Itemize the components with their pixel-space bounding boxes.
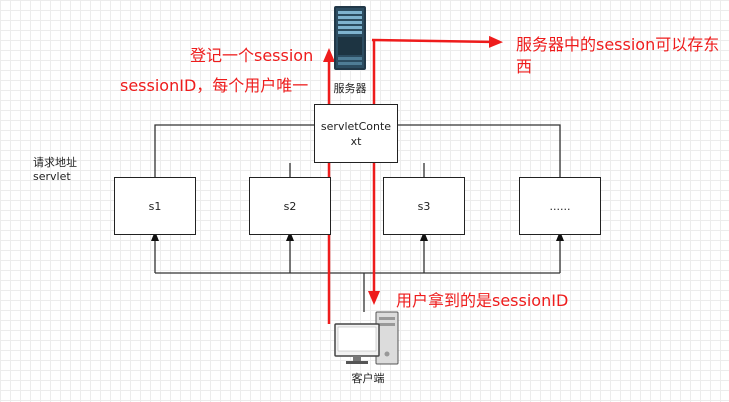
session-id-unique-note: sessionID，每个用户唯一 (120, 76, 309, 95)
server-session-note-line2: 西 (516, 57, 533, 76)
client-label: 客户端 (351, 372, 385, 385)
register-session-note: 登记一个session (190, 46, 314, 65)
client-connectors (151, 231, 564, 312)
servlet-label: ...... (549, 199, 571, 213)
servlet-label: s1 (148, 199, 162, 213)
server-label: 服务器 (333, 82, 367, 95)
servlet-box-more[interactable]: ...... (519, 177, 601, 235)
servlet-box-s1[interactable]: s1 (114, 177, 196, 235)
user-gets-session-id-note: 用户拿到的是sessionID (396, 291, 569, 310)
servlet-context-label: servletContext (320, 119, 392, 148)
servlet-box-s2[interactable]: s2 (249, 177, 331, 235)
servlet-context-box[interactable]: servletContext (314, 104, 398, 163)
server-session-note-line1: 服务器中的session可以存东 (516, 35, 720, 54)
servlet-label: s3 (417, 199, 431, 213)
request-address-note: 请求地址 servlet (33, 156, 77, 184)
context-connectors (154, 124, 561, 177)
server-rack-icon (333, 5, 367, 71)
request-note-line1: 请求地址 (33, 156, 77, 169)
servlet-label: s2 (283, 199, 297, 213)
request-note-line2: servlet (33, 170, 71, 183)
server-session-note: 服务器中的session可以存东 西 (516, 34, 719, 78)
desktop-computer-icon (334, 310, 402, 366)
servlet-box-s3[interactable]: s3 (383, 177, 465, 235)
